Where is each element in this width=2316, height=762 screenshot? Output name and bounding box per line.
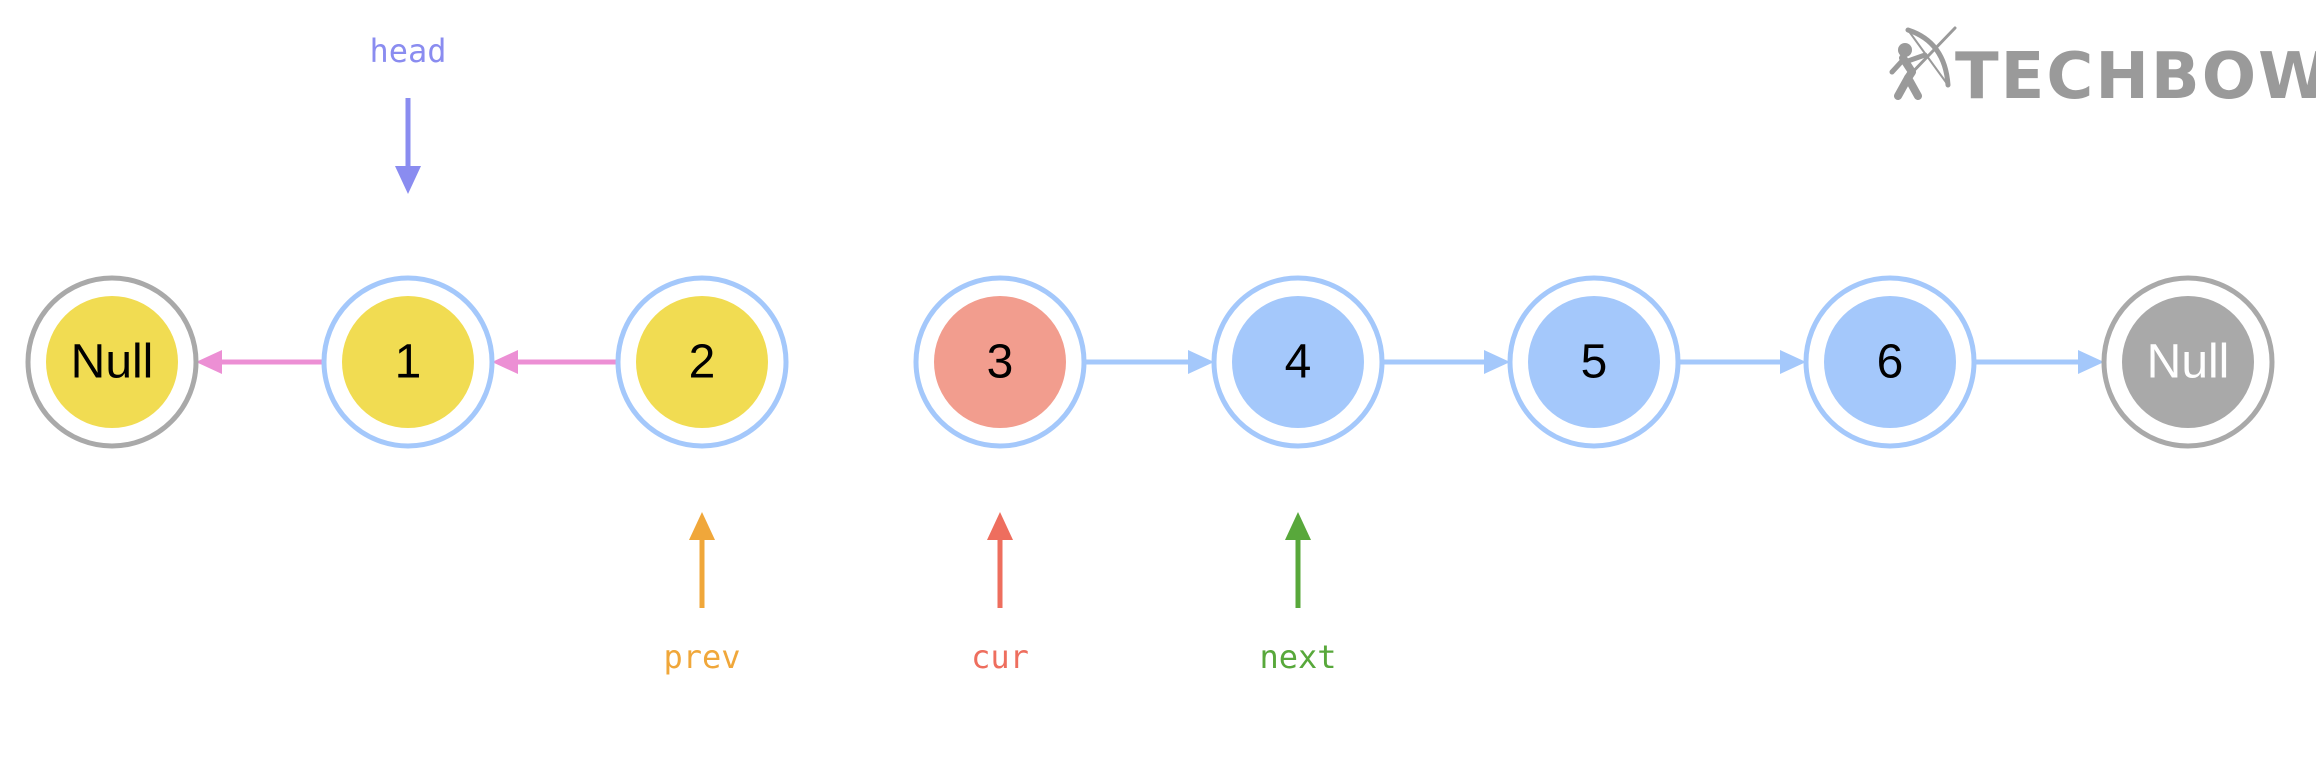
node-label: 3	[987, 336, 1014, 389]
node-fill	[1824, 296, 1956, 428]
pointer-arrowhead	[987, 512, 1013, 540]
list-node-6: 6	[1803, 275, 1977, 449]
logo-wordmark: TECHBOW	[1955, 40, 2316, 114]
archer-icon	[1889, 26, 1957, 100]
link-arrow-3-4	[1084, 350, 1214, 374]
node-fill	[2122, 296, 2254, 428]
pointer-label-cur: cur	[971, 638, 1029, 676]
link-arrow-4-5	[1382, 350, 1510, 374]
link-arrow-1-0	[196, 350, 324, 374]
link-arrowhead	[492, 350, 518, 374]
node-fill	[1232, 296, 1364, 428]
node-fill	[934, 296, 1066, 428]
list-node-2: 2	[615, 275, 789, 449]
list-node-0: Null	[25, 275, 199, 449]
list-node-4: 4	[1211, 275, 1385, 449]
node-fill	[46, 296, 178, 428]
list-node-7: Null	[2101, 275, 2275, 449]
pointer-cur: cur	[971, 512, 1029, 676]
link-arrowhead	[1780, 350, 1806, 374]
link-arrowhead	[2078, 350, 2104, 374]
list-node-3: 3	[913, 275, 1087, 449]
link-arrowhead	[1188, 350, 1214, 374]
pointer-arrowhead	[395, 166, 421, 194]
node-fill	[636, 296, 768, 428]
pointer-arrowhead	[1285, 512, 1311, 540]
link-arrowhead	[196, 350, 222, 374]
list-node-5: 5	[1507, 275, 1681, 449]
node-label: 2	[689, 336, 716, 389]
pointer-next: next	[1259, 512, 1337, 676]
link-arrow-2-1	[492, 350, 618, 374]
pointer-arrowhead	[689, 512, 715, 540]
node-label: Null	[2147, 336, 2230, 389]
pointer-label-head: head	[369, 32, 446, 70]
node-label: 5	[1581, 336, 1608, 389]
pointer-label-prev: prev	[663, 638, 740, 676]
link-arrow-6-7	[1974, 350, 2104, 374]
pointer-prev: prev	[663, 512, 741, 676]
pointers-layer: head prev cur next	[369, 32, 1336, 676]
techbow-logo: TECHBOW	[1889, 26, 2316, 114]
node-label: 4	[1285, 336, 1312, 389]
links-layer	[196, 350, 2104, 374]
node-label: Null	[71, 336, 154, 389]
node-fill	[342, 296, 474, 428]
node-label: 6	[1877, 336, 1904, 389]
nodes-layer: Null 1 2 3 4 5 6 Null	[25, 275, 2275, 449]
list-node-1: 1	[321, 275, 495, 449]
node-label: 1	[395, 336, 422, 389]
link-arrow-5-6	[1678, 350, 1806, 374]
node-fill	[1528, 296, 1660, 428]
pointer-head: head	[369, 32, 447, 194]
pointer-label-next: next	[1259, 638, 1336, 676]
link-arrowhead	[1484, 350, 1510, 374]
